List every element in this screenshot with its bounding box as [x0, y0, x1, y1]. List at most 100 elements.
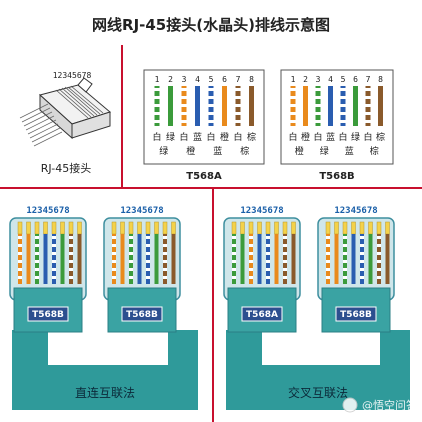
straight-right-plug	[103, 217, 181, 333]
plug-straight-right-wire-6	[154, 234, 159, 284]
plug-cross-left-wire-2	[240, 234, 245, 284]
t568b-pin-4: 4	[328, 75, 333, 84]
t568a-pin-1: 1	[155, 75, 160, 84]
plug-straight-right-wire-2	[120, 234, 125, 284]
plug-cross-right-contact-5	[359, 221, 365, 235]
t568b-pin-3: 3	[316, 75, 321, 84]
t568a-label-top-6: 橙	[220, 131, 229, 143]
t568b-wire-2	[303, 86, 308, 126]
plug-cross-left-wire-3	[249, 234, 253, 284]
straight-left-plug	[9, 217, 87, 333]
dividers	[0, 45, 422, 422]
t568b-label-bottom-1: 橙	[295, 145, 304, 157]
plug-straight-right-wire-7	[163, 234, 167, 284]
plug-cross-right-wire-5	[360, 234, 364, 284]
t568a-pin-5: 5	[209, 75, 214, 84]
plug-straight-left-wire-3	[35, 234, 39, 284]
plug-cross-left-contact-5	[265, 221, 271, 235]
t568b-color-labels: 白橙橙白绿蓝白蓝绿白棕棕	[288, 131, 385, 157]
t568b-label-bottom-3: 绿	[320, 145, 329, 157]
t568a-label-top-2: 绿	[166, 131, 175, 143]
plug-cross-right-wire-3	[343, 234, 347, 284]
plug-cross-left-contact-2	[240, 221, 245, 235]
t568a-label-top-8: 棕	[247, 131, 256, 143]
plug-straight-left-contact-1	[17, 221, 23, 235]
plug-straight-right-wire-5	[146, 234, 150, 284]
plug-cross-right-contact-6	[368, 221, 373, 235]
t568a-pin-6: 6	[222, 75, 227, 84]
crossover-right-badge: T568B	[340, 310, 372, 320]
plug-cross-left-contact-7	[282, 221, 288, 235]
plug-straight-left-contact-3	[34, 221, 40, 235]
plug-straight-right-contact-1	[111, 221, 117, 235]
rj45-connector-illustration: 12345678 RJ-45接头	[19, 71, 112, 175]
plug-straight-left-contact-5	[51, 221, 57, 235]
t568a-pin-2: 2	[168, 75, 173, 84]
t568b-label-top-2: 橙	[301, 131, 310, 143]
watermark-logo-icon	[342, 397, 358, 413]
plug-straight-left-wire-5	[52, 234, 56, 284]
plug-straight-right-contact-2	[120, 221, 125, 235]
plug-cross-right-wire-7	[377, 234, 381, 284]
t568b-label-top-4: 蓝	[326, 131, 335, 143]
t568b-wire-8	[378, 86, 383, 126]
t568a-label-bottom-1: 绿	[159, 145, 168, 157]
t568b-wires	[290, 86, 383, 126]
t568a-pin-7: 7	[236, 75, 241, 84]
t568b-label-top-5: 白	[338, 131, 347, 143]
t568b-pin-2: 2	[303, 75, 308, 84]
t568b-pin-8: 8	[378, 75, 383, 84]
t568b-wire-4	[328, 86, 333, 126]
connector-cable-strands	[19, 103, 63, 147]
plug-cross-right-contact-1	[325, 221, 331, 235]
plug-straight-right-wire-4	[137, 234, 142, 284]
straight-cable-caption: 直连互联法	[75, 385, 135, 400]
plug-cross-left-badge-bg	[241, 306, 283, 322]
t568b-label-top-1: 白	[288, 131, 297, 143]
plug-cross-left-wire-8	[291, 234, 296, 284]
t568a-color-labels: 白绿绿白橙蓝白蓝橙白棕棕	[152, 131, 256, 157]
plug-straight-left-wire-7	[69, 234, 73, 284]
watermark-text: @悟空问答	[362, 398, 417, 412]
crossover-right-plug	[317, 217, 395, 333]
t568b-label-top-7: 白	[363, 131, 372, 143]
plug-straight-right-contact-3	[128, 221, 134, 235]
plug-cross-left-contact-8	[291, 221, 296, 235]
plug-cross-right-contact-3	[342, 221, 348, 235]
plug-cross-right-wire-8	[385, 234, 390, 284]
t568b-pin-7: 7	[366, 75, 371, 84]
plug-cross-left-wire-6	[274, 234, 279, 284]
t568a-label-bottom-5: 蓝	[213, 145, 222, 157]
diagram-title: 网线RJ-45接头(水晶头)排线示意图	[92, 16, 330, 34]
t568b-label-top-6: 绿	[351, 131, 360, 143]
t568a-wires	[154, 86, 254, 126]
t568a-pin-4: 4	[195, 75, 200, 84]
plug-straight-right-contact-4	[137, 221, 142, 235]
t568a-wire-2	[168, 86, 173, 126]
t568a-label-top-4: 蓝	[193, 131, 202, 143]
t568b-wire-6	[353, 86, 358, 126]
plug-cross-right-contact-4	[351, 221, 356, 235]
plug-straight-left-badge-bg	[27, 306, 69, 322]
plug-cross-right-badge-bg	[335, 306, 377, 322]
t568a-label-top-5: 白	[206, 131, 215, 143]
t568b-pin-6: 6	[353, 75, 358, 84]
t568a-label-top-3: 白	[179, 131, 188, 143]
t568a-wire-4	[195, 86, 200, 126]
t568a-label-bottom-3: 橙	[186, 145, 195, 157]
plug-cross-left-wire-4	[257, 234, 262, 284]
t568b-label-bottom-5: 蓝	[345, 145, 354, 157]
plug-straight-left-contact-2	[26, 221, 31, 235]
plug-cross-left-wire-5	[266, 234, 270, 284]
straight-right-pin-label: 12345678	[120, 206, 163, 216]
t568a-label-top-1: 白	[152, 131, 161, 143]
plug-cross-right-wire-2	[334, 234, 339, 284]
plug-straight-right-wire-1	[112, 234, 116, 284]
plug-straight-left-contact-8	[77, 221, 82, 235]
